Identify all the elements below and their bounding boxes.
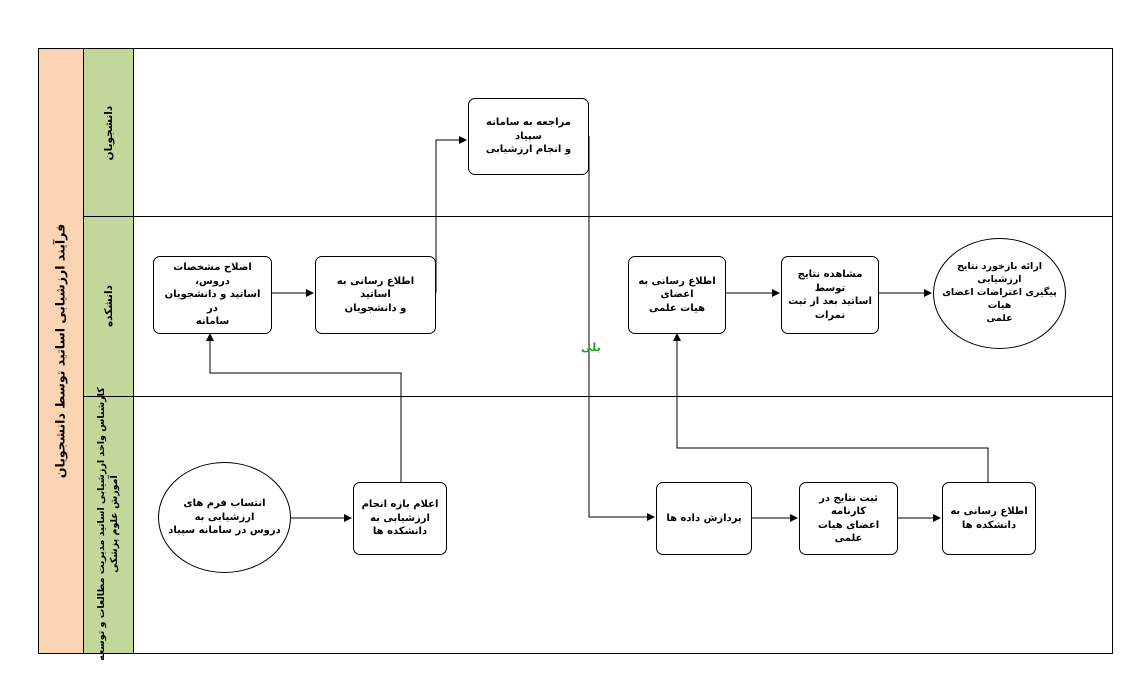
node-assign-forms: انتساب فرم های ارزشیابی به دروس در سامان… <box>158 462 291 573</box>
node-label: پردازش داده ها <box>666 512 742 524</box>
node-label: اطلاع رسانی به اعضای هیات علمی <box>638 275 716 314</box>
lane-label-faculty <box>84 216 134 396</box>
node-student-evaluation: مراجعه به سامانه سپیاد و انجام ارزشیابی <box>468 98 589 175</box>
connector-notify-faculties-to-members <box>673 333 989 482</box>
node-label: اعلام بازه انجام ارزشیابی به دانشکده ها <box>361 499 439 538</box>
connector-announce-to-correct <box>206 333 402 482</box>
connector-evaluation-to-processing <box>588 136 655 521</box>
yes-edge-label: بلی <box>581 341 601 354</box>
lane-divider <box>84 216 1112 217</box>
lane-divider <box>84 396 1112 397</box>
node-label: ارائه بازخورد نتایج ارزشیابی پیگیری اعتر… <box>942 261 1057 324</box>
node-label: مشاهده نتایج توسط اساتید بعد از ثبت نمرا… <box>788 269 872 321</box>
connector-notify-to-evaluation <box>435 136 467 293</box>
node-feedback-followup: ارائه بازخورد نتایج ارزشیابی پیگیری اعتر… <box>933 238 1066 349</box>
node-record-results: ثبت نتایج در کارنامه اعضای هیات علمی <box>799 482 898 555</box>
node-notify-faculty-members: اطلاع رسانی به اعضای هیات علمی <box>628 256 726 334</box>
node-label: ثبت نتایج در کارنامه اعضای هیات علمی <box>817 492 880 545</box>
process-title-strip <box>39 49 84 653</box>
node-correct-specs: اصلاح مشخصات دروس، اساتید و دانشجویان در… <box>153 256 272 334</box>
node-label: اطلاع رسانی به دانشکده ها <box>950 506 1028 531</box>
node-notify-faculties: اطلاع رسانی به دانشکده ها <box>942 482 1036 555</box>
node-view-results: مشاهده نتایج توسط اساتید بعد از ثبت نمرا… <box>781 256 879 334</box>
node-label: مراجعه به سامانه سپیاد و انجام ارزشیابی <box>485 117 572 156</box>
node-data-processing: پردازش داده ها <box>656 482 752 555</box>
node-label: اصلاح مشخصات دروس، اساتید و دانشجویان در… <box>164 262 261 328</box>
lane-label-expert <box>84 396 134 653</box>
node-label: اطلاع رسانی به اساتید و دانشجویان <box>336 275 415 314</box>
diagram-frame <box>38 48 1113 654</box>
node-notify-teachers-students: اطلاع رسانی به اساتید و دانشجویان <box>315 256 436 334</box>
node-announce-window: اعلام بازه انجام ارزشیابی به دانشکده ها <box>353 482 447 555</box>
node-label: انتساب فرم های ارزشیابی به دروس در سامان… <box>168 498 281 537</box>
lane-label-students <box>84 49 134 216</box>
